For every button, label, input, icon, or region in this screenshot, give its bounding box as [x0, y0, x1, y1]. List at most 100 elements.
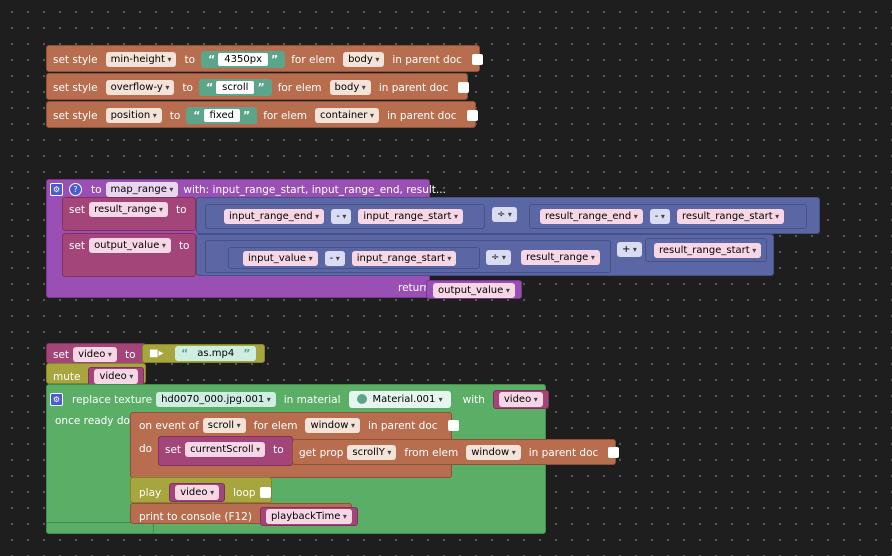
var-dropdown[interactable]: currentScroll [185, 442, 266, 457]
style-prop-dropdown[interactable]: min-height [105, 52, 177, 67]
procedure-name-field[interactable]: map_range [105, 182, 179, 197]
in-parent-doc-checkbox[interactable] [608, 447, 620, 458]
subtract-expression[interactable]: input_range_end - input_range_start [205, 204, 485, 229]
var-dropdown[interactable]: result_range [520, 250, 600, 265]
gear-icon[interactable]: ⚙ [50, 393, 63, 406]
var-dropdown[interactable]: result_range_start [654, 243, 762, 258]
set-style-block-3[interactable]: set style position to “fixed” for elem c… [46, 101, 478, 128]
for-elem-label: for elem [277, 81, 322, 94]
elem-dropdown[interactable]: container [315, 108, 379, 123]
text-literal[interactable]: “fixed” [186, 107, 258, 124]
texture-dropdown[interactable]: hd0070_000.jpg.001 [156, 392, 276, 407]
do-label: do [139, 443, 153, 455]
in-parent-doc-checkbox[interactable] [466, 110, 478, 121]
prop-dropdown[interactable]: scrollY [347, 445, 397, 460]
loop-checkbox[interactable] [259, 487, 271, 498]
once-ready-label: once ready do [55, 415, 130, 427]
in-parent-doc-checkbox[interactable] [471, 54, 483, 65]
print-label: print to console (F12) [139, 510, 252, 523]
subtract-expression[interactable]: input_value - input_range_start [228, 247, 480, 269]
operator-dropdown[interactable]: - [324, 251, 345, 266]
elem-dropdown[interactable]: window [305, 418, 360, 433]
quote-close-icon: ” [270, 53, 279, 66]
text-literal[interactable]: “as.mp4” [175, 346, 257, 361]
replace-texture-label: replace texture [72, 393, 153, 406]
on-event-label: on event of [139, 419, 199, 432]
subtract-expression[interactable]: result_range_end - result_range_start [529, 204, 807, 229]
text-value[interactable]: 4350px [218, 53, 268, 66]
print-block[interactable]: print to console (F12) playbackTime [130, 503, 358, 526]
params-label: with: input_range_start, input_range_end… [183, 183, 446, 196]
var-socket: video [492, 390, 549, 409]
in-parent-doc-checkbox[interactable] [458, 82, 470, 93]
text-value[interactable]: as.mp4 [191, 347, 241, 360]
set-label: set [53, 348, 70, 361]
video-source-block[interactable]: ■▸ “as.mp4” [142, 344, 265, 363]
text-literal[interactable]: “scroll” [198, 79, 272, 96]
var-dropdown[interactable]: video [94, 369, 139, 384]
var-socket: video [169, 483, 226, 502]
var-dropdown[interactable]: video [498, 392, 543, 407]
style-prop-dropdown[interactable]: overflow-y [105, 80, 175, 95]
get-prop-block[interactable]: get prop scrollY from elem window in par… [292, 439, 620, 465]
elem-dropdown[interactable]: window [466, 445, 521, 460]
text-value[interactable]: scroll [216, 81, 255, 94]
var-dropdown[interactable]: input_range_end [224, 209, 325, 224]
text-literal[interactable]: “4350px” [201, 51, 286, 68]
loop-label: loop [233, 486, 256, 499]
set-style-block-2[interactable]: set style overflow-y to “scroll” for ele… [46, 73, 470, 100]
return-var-dropdown[interactable]: output_value [433, 283, 515, 298]
operator-dropdown[interactable]: + [617, 242, 642, 257]
set-style-block-1[interactable]: set style min-height to “4350px” for ele… [46, 45, 483, 72]
operator-dropdown[interactable]: - [331, 209, 352, 224]
set-style-label: set style [53, 81, 98, 94]
var-dropdown[interactable]: video [73, 347, 117, 362]
help-icon[interactable]: ? [69, 183, 82, 196]
in-material-label: in material [283, 393, 341, 406]
operator-dropdown[interactable]: - [649, 209, 670, 224]
to-label: to [273, 443, 284, 456]
quote-close-icon: ” [242, 109, 251, 122]
operator-dropdown[interactable]: ÷ [492, 207, 517, 222]
material-dropdown[interactable]: Material.001 [348, 391, 451, 408]
set-result-range-block[interactable]: set result_range to [62, 197, 196, 231]
set-label: set [165, 443, 182, 456]
quote-open-icon: “ [193, 109, 201, 122]
divide-expression[interactable]: input_range_end - input_range_start ÷ re… [196, 197, 820, 234]
in-parent-doc-checkbox[interactable] [447, 420, 459, 431]
in-parent-doc-label: in parent doc [386, 109, 457, 122]
var-dropdown[interactable]: video [175, 485, 220, 500]
divide-expression[interactable]: input_value - input_range_start ÷ result… [205, 240, 611, 273]
play-block[interactable]: play video loop [130, 477, 272, 503]
set-current-scroll-block[interactable]: set currentScroll to [158, 436, 293, 466]
event-dropdown[interactable]: scroll [202, 418, 246, 433]
var-dropdown[interactable]: result_range_end [540, 209, 643, 224]
quote-open-icon: “ [181, 347, 189, 360]
in-parent-doc-label: in parent doc [367, 419, 438, 432]
set-output-value-block[interactable]: set output_value to [62, 233, 196, 277]
elem-dropdown[interactable]: body [343, 52, 385, 67]
gear-icon[interactable]: ⚙ [50, 183, 63, 196]
for-elem-label: for elem [253, 419, 298, 432]
var-dropdown[interactable]: playbackTime [265, 509, 352, 524]
var-dropdown[interactable]: input_value [243, 251, 318, 266]
set-video-block[interactable]: set video to [46, 343, 146, 364]
style-prop-dropdown[interactable]: position [105, 108, 162, 123]
from-elem-label: from elem [404, 446, 459, 459]
play-label: play [139, 486, 162, 499]
var-dropdown[interactable]: input_range_start [358, 209, 464, 224]
var-dropdown[interactable]: result_range [89, 202, 168, 217]
to-label: to [91, 183, 102, 196]
elem-dropdown[interactable]: body [329, 80, 371, 95]
var-socket: video [88, 367, 145, 386]
operator-dropdown[interactable]: ÷ [486, 250, 511, 265]
var-dropdown[interactable]: output_value [89, 238, 171, 253]
text-value[interactable]: fixed [203, 109, 240, 122]
var-dropdown[interactable]: input_range_start [351, 251, 457, 266]
add-expression[interactable]: input_value - input_range_start ÷ result… [196, 234, 774, 276]
mute-block[interactable]: mute video [46, 363, 146, 386]
in-parent-doc-label: in parent doc [528, 446, 599, 459]
video-camera-icon: ■▸ [149, 348, 164, 359]
var-dropdown[interactable]: result_range_start [676, 209, 785, 224]
in-parent-doc-label: in parent doc [378, 81, 449, 94]
